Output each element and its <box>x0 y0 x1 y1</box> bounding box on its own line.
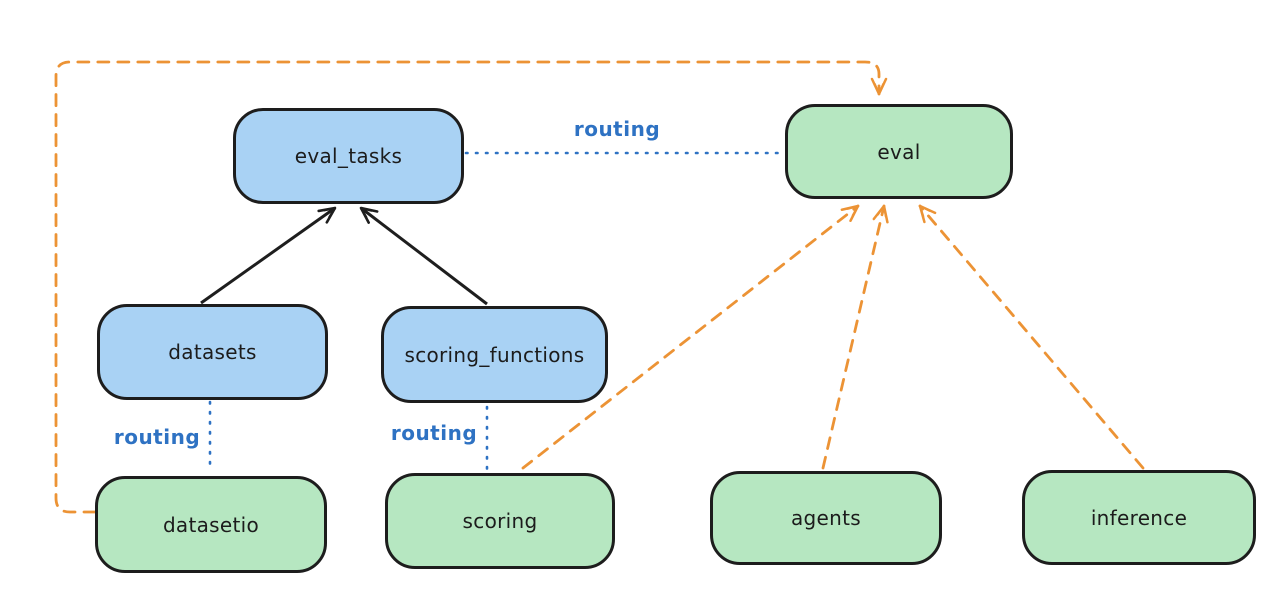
node-agents: agents <box>710 471 942 565</box>
node-eval-label: eval <box>877 139 921 164</box>
edge-label-routing-datasets-datasetio: routing <box>113 425 201 449</box>
edge-scoring-functions-to-eval-tasks-arrow <box>359 206 488 306</box>
node-scoring-functions-label: scoring_functions <box>404 342 585 367</box>
node-datasets: datasets <box>97 304 328 400</box>
edge-datasets-to-eval-tasks-arrow <box>200 206 337 305</box>
node-agents-label: agents <box>791 506 861 530</box>
node-inference: inference <box>1022 470 1256 565</box>
edge-agents-to-eval-dashed-arrow <box>821 204 889 470</box>
node-inference-label: inference <box>1090 505 1188 530</box>
edge-scoring-to-eval-dashed-arrow <box>521 204 860 470</box>
node-datasetio-label: datasetio <box>162 512 260 537</box>
edge-inference-to-eval-dashed-arrow <box>918 204 1145 470</box>
node-datasetio: datasetio <box>95 476 327 573</box>
edge-datasetio-to-eval-dashed-arrow <box>54 60 888 514</box>
node-scoring-label: scoring <box>462 509 538 533</box>
node-datasets-label: datasets <box>168 340 257 364</box>
node-scoring-functions: scoring_functions <box>381 306 608 403</box>
edge-label-routing-scoring-functions-scoring: routing <box>390 421 478 445</box>
node-scoring: scoring <box>385 473 615 569</box>
edge-label-routing-eval-tasks-eval: routing <box>573 117 661 141</box>
node-eval: eval <box>785 104 1013 199</box>
node-eval-tasks-label: eval_tasks <box>294 144 403 168</box>
node-eval-tasks: eval_tasks <box>233 108 464 204</box>
